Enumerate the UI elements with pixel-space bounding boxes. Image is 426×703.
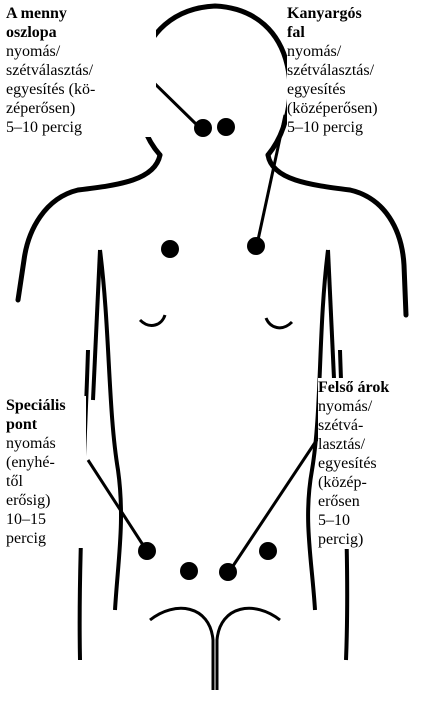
point-shoulder-right bbox=[247, 237, 265, 255]
label-top-left-desc-4: zéperősen) bbox=[6, 99, 156, 118]
left-inner-arm bbox=[93, 250, 100, 400]
label-top-left: A menny oszlopa nyomás/ szétválasztás/ e… bbox=[6, 4, 156, 137]
point-top-left-2 bbox=[217, 118, 235, 136]
pointer-bottom-right bbox=[233, 420, 330, 566]
label-top-left-desc-3: egyesítés (kö- bbox=[6, 80, 156, 99]
label-bottom-right-desc-6: erősen bbox=[318, 492, 424, 511]
label-bottom-right-desc-5: (közép- bbox=[318, 473, 424, 492]
left-torso-side bbox=[100, 250, 121, 610]
label-bottom-right-desc-2: szétvá- bbox=[318, 416, 424, 435]
label-bottom-left-title-1: Speciális bbox=[6, 396, 86, 415]
label-top-left-desc-2: szétválasztás/ bbox=[6, 61, 156, 80]
label-bottom-right-desc-8: percig) bbox=[318, 530, 424, 549]
left-chest-mark bbox=[140, 315, 165, 325]
label-top-right: Kanyargós fal nyomás/ szétválasztás/ egy… bbox=[287, 4, 423, 137]
label-top-left-title-1: A menny bbox=[6, 4, 156, 23]
right-shoulder-arm bbox=[268, 155, 406, 315]
right-chest-mark bbox=[266, 318, 292, 328]
label-bottom-left-title-2: pont bbox=[6, 415, 86, 434]
label-bottom-right-desc-7: 5–10 bbox=[318, 511, 424, 530]
label-top-right-desc-2: szétválasztás/ bbox=[287, 61, 423, 80]
label-bottom-right-desc-1: nyomás/ bbox=[318, 397, 424, 416]
point-lower-right bbox=[259, 542, 277, 560]
label-top-right-title-2: fal bbox=[287, 23, 423, 42]
label-top-left-title-2: oszlopa bbox=[6, 23, 156, 42]
label-bottom-right-desc-4: egyesítés bbox=[318, 454, 424, 473]
pointer-top-right bbox=[258, 115, 285, 240]
label-bottom-left: Speciális pont nyomás (enyhé- től erősig… bbox=[6, 396, 86, 548]
point-shoulder-left bbox=[161, 240, 179, 258]
label-bottom-right-title-1: Felső árok bbox=[318, 378, 424, 397]
label-top-right-desc-4: (középerősen) bbox=[287, 99, 423, 118]
label-bottom-left-desc-1: nyomás bbox=[6, 434, 86, 453]
label-bottom-left-desc-4: erősig) bbox=[6, 491, 86, 510]
label-bottom-left-desc-3: től bbox=[6, 472, 86, 491]
label-top-right-desc-1: nyomás/ bbox=[287, 42, 423, 61]
label-bottom-right-desc-3: lasztás/ bbox=[318, 435, 424, 454]
label-top-left-desc-1: nyomás/ bbox=[6, 42, 156, 61]
point-sacrum-left bbox=[180, 562, 198, 580]
label-top-left-desc-5: 5–10 percig bbox=[6, 118, 156, 137]
left-shoulder-arm bbox=[18, 155, 160, 300]
label-bottom-left-desc-6: percig bbox=[6, 529, 86, 548]
label-top-right-desc-3: egyesítés bbox=[287, 80, 423, 99]
label-bottom-left-desc-2: (enyhé- bbox=[6, 453, 86, 472]
label-bottom-left-desc-5: 10–15 bbox=[6, 510, 86, 529]
point-top-left-1 bbox=[194, 119, 212, 137]
point-lower-left bbox=[138, 542, 156, 560]
pointer-bottom-left bbox=[88, 460, 143, 545]
head-outline bbox=[137, 6, 290, 155]
label-bottom-right: Felső árok nyomás/ szétvá- lasztás/ egye… bbox=[318, 378, 424, 549]
buttock-line-right bbox=[217, 608, 280, 690]
label-top-right-title-1: Kanyargós bbox=[287, 4, 423, 23]
buttock-line-left bbox=[150, 608, 213, 690]
label-top-right-desc-5: 5–10 percig bbox=[287, 118, 423, 137]
